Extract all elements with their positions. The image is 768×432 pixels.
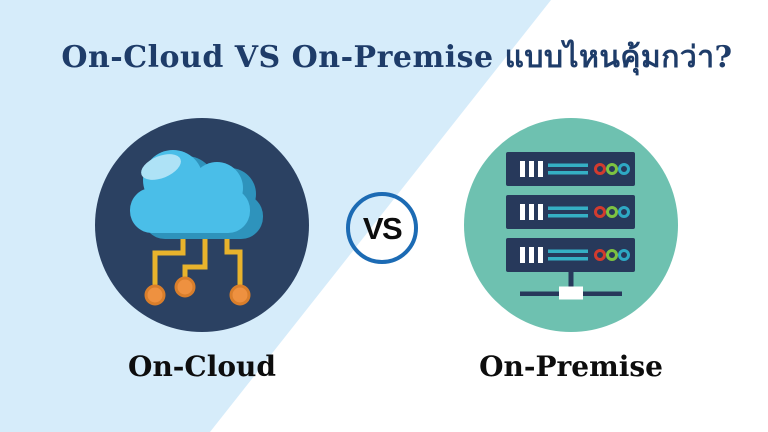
- cloud-highlight: [141, 154, 181, 180]
- on-premise-badge: [464, 118, 678, 332]
- led-green: [606, 206, 618, 218]
- server-unit: [506, 195, 635, 229]
- server-unit: [506, 238, 635, 272]
- on-premise-label: On-Premise: [479, 350, 663, 383]
- cloud-network-icon: [130, 150, 263, 306]
- led-blue: [618, 163, 630, 175]
- server-network-connector: [520, 268, 622, 300]
- on-cloud-label: On-Cloud: [128, 350, 276, 383]
- led-red: [594, 206, 606, 218]
- cloud-front-layer: [130, 150, 250, 233]
- led-blue: [618, 206, 630, 218]
- network-node: [174, 276, 196, 298]
- network-node: [144, 284, 166, 306]
- led-green: [606, 163, 618, 175]
- server-rack-icon: [506, 152, 635, 300]
- page-title: On-Cloud VS On-Premise แบบไหนคุ้มกว่า?: [61, 40, 733, 75]
- vs-badge: VS: [346, 192, 418, 264]
- led-red: [594, 163, 606, 175]
- led-red: [594, 249, 606, 261]
- vs-badge-text: VS: [362, 210, 403, 246]
- connector-square: [559, 286, 583, 300]
- server-unit: [506, 152, 635, 186]
- circuit-line-middle: [182, 218, 208, 280]
- led-green: [606, 249, 618, 261]
- led-blue: [618, 249, 630, 261]
- network-node: [229, 284, 251, 306]
- on-cloud-badge: [95, 118, 309, 332]
